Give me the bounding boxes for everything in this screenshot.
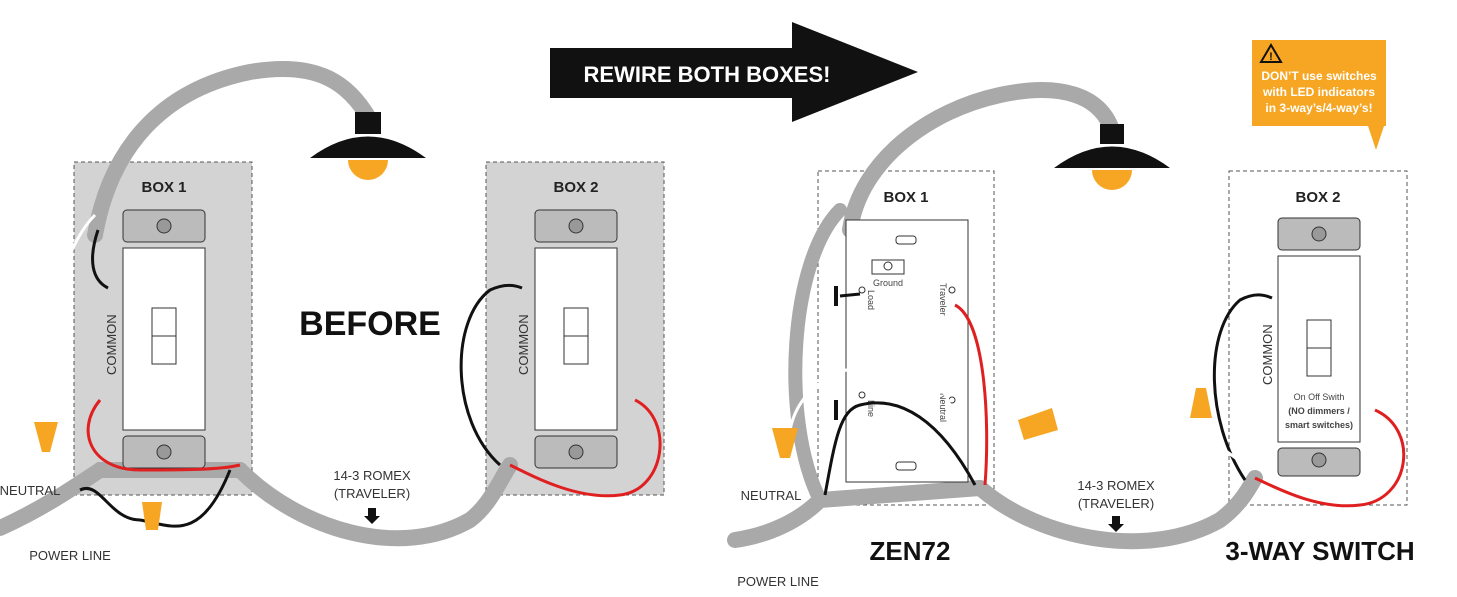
after-traveler-red xyxy=(954,303,989,486)
after-3way-label: 3-WAY SWITCH xyxy=(1225,536,1414,566)
before-power-label: POWER LINE xyxy=(29,548,111,563)
before-box2-title: BOX 2 xyxy=(553,179,598,196)
after-romex-line2: (TRAVELER) xyxy=(1078,496,1154,511)
warning-box xyxy=(1252,40,1386,126)
before-bulb xyxy=(348,160,388,180)
before-romex-line1: 14-3 ROMEX xyxy=(333,468,411,483)
rewire-arrow: REWIRE BOTH BOXES! xyxy=(550,22,918,122)
after-romex-pointer xyxy=(1108,516,1124,532)
after-switch-note2: (NO dimmers / xyxy=(1288,406,1350,416)
before-power-nut xyxy=(142,502,162,530)
before-romex-line2: (TRAVELER) xyxy=(334,486,410,501)
before-black-common2 xyxy=(459,283,523,467)
after-power-label: POWER LINE xyxy=(737,574,819,589)
zen72-device xyxy=(845,219,969,483)
before-red-wire2 xyxy=(509,398,662,498)
before-panel: BOX 1 BOX 2 COMMON xyxy=(0,60,665,563)
after-red-box2 xyxy=(1254,408,1406,508)
after-cap-nut-box1 xyxy=(1018,408,1058,440)
after-black-common xyxy=(1212,293,1273,481)
before-common2: COMMON xyxy=(516,314,531,375)
after-cap-nut-box2 xyxy=(1190,388,1212,418)
before-neutral-nut xyxy=(34,422,58,452)
zen72-neutral-label: Neutral xyxy=(938,393,948,422)
rewire-arrow-label: REWIRE BOTH BOXES! xyxy=(584,62,831,87)
warning-icon: ! xyxy=(1259,43,1283,63)
after-power-cable xyxy=(727,480,988,548)
after-neutral-nut xyxy=(772,428,798,458)
warning-line3: in 3-way’s/4-way’s! xyxy=(1265,101,1372,115)
after-neutral-loop xyxy=(788,203,847,507)
zen72-load-label: Load xyxy=(866,290,876,310)
before-black-power xyxy=(79,469,232,528)
before-power-cable xyxy=(0,462,248,536)
after-common-label: COMMON xyxy=(1260,324,1275,385)
zen72-line-label: Line xyxy=(866,400,876,417)
after-line-black xyxy=(823,401,977,496)
before-white-neutral xyxy=(45,213,97,431)
after-white-cap2 xyxy=(1198,419,1252,472)
svg-text:!: ! xyxy=(1269,51,1273,63)
before-switch1 xyxy=(122,209,206,469)
after-switch-note1: On Off Swith xyxy=(1294,392,1345,402)
before-traveler-cable xyxy=(232,457,518,547)
after-traveler-cable xyxy=(972,470,1263,550)
after-switch-note3: smart switches) xyxy=(1285,420,1353,430)
after-box2-title: BOX 2 xyxy=(1295,189,1340,206)
warning-line1: DON’T use switches xyxy=(1261,69,1377,83)
after-neutral-label: NEUTRAL xyxy=(741,488,802,503)
before-black-common1 xyxy=(91,229,109,290)
warning-line2: with LED indicators xyxy=(1262,85,1375,99)
zen72-ground-label: Ground xyxy=(873,278,903,288)
after-3way-switch xyxy=(1277,217,1361,477)
before-romex-pointer xyxy=(364,508,380,524)
after-lamp xyxy=(1054,124,1170,190)
warning-callout: ! DON’T use switches with LED indicators… xyxy=(1252,40,1386,150)
after-box1-title: BOX 1 xyxy=(883,189,928,206)
after-lamp-cable xyxy=(842,82,1120,238)
before-switch2 xyxy=(534,209,618,469)
after-bulb xyxy=(1092,170,1132,190)
after-panel: BOX 1 BOX 2 Ground Load xyxy=(727,82,1415,589)
before-lamp xyxy=(310,112,426,180)
before-common1: COMMON xyxy=(104,314,119,375)
before-red-wire1 xyxy=(86,399,241,472)
zen72-traveler-label: Traveler xyxy=(938,283,948,316)
before-neutral-label: NEUTRAL xyxy=(0,483,60,498)
before-box1-title: BOX 1 xyxy=(141,179,186,196)
after-load-black xyxy=(839,292,861,298)
after-neutral-white xyxy=(788,362,952,431)
after-romex-line1: 14-3 ROMEX xyxy=(1077,478,1155,493)
before-heading: BEFORE xyxy=(299,305,441,343)
before-lamp-cable xyxy=(87,60,378,243)
warning-pointer xyxy=(1368,126,1384,150)
after-zen-label: ZEN72 xyxy=(870,536,951,566)
